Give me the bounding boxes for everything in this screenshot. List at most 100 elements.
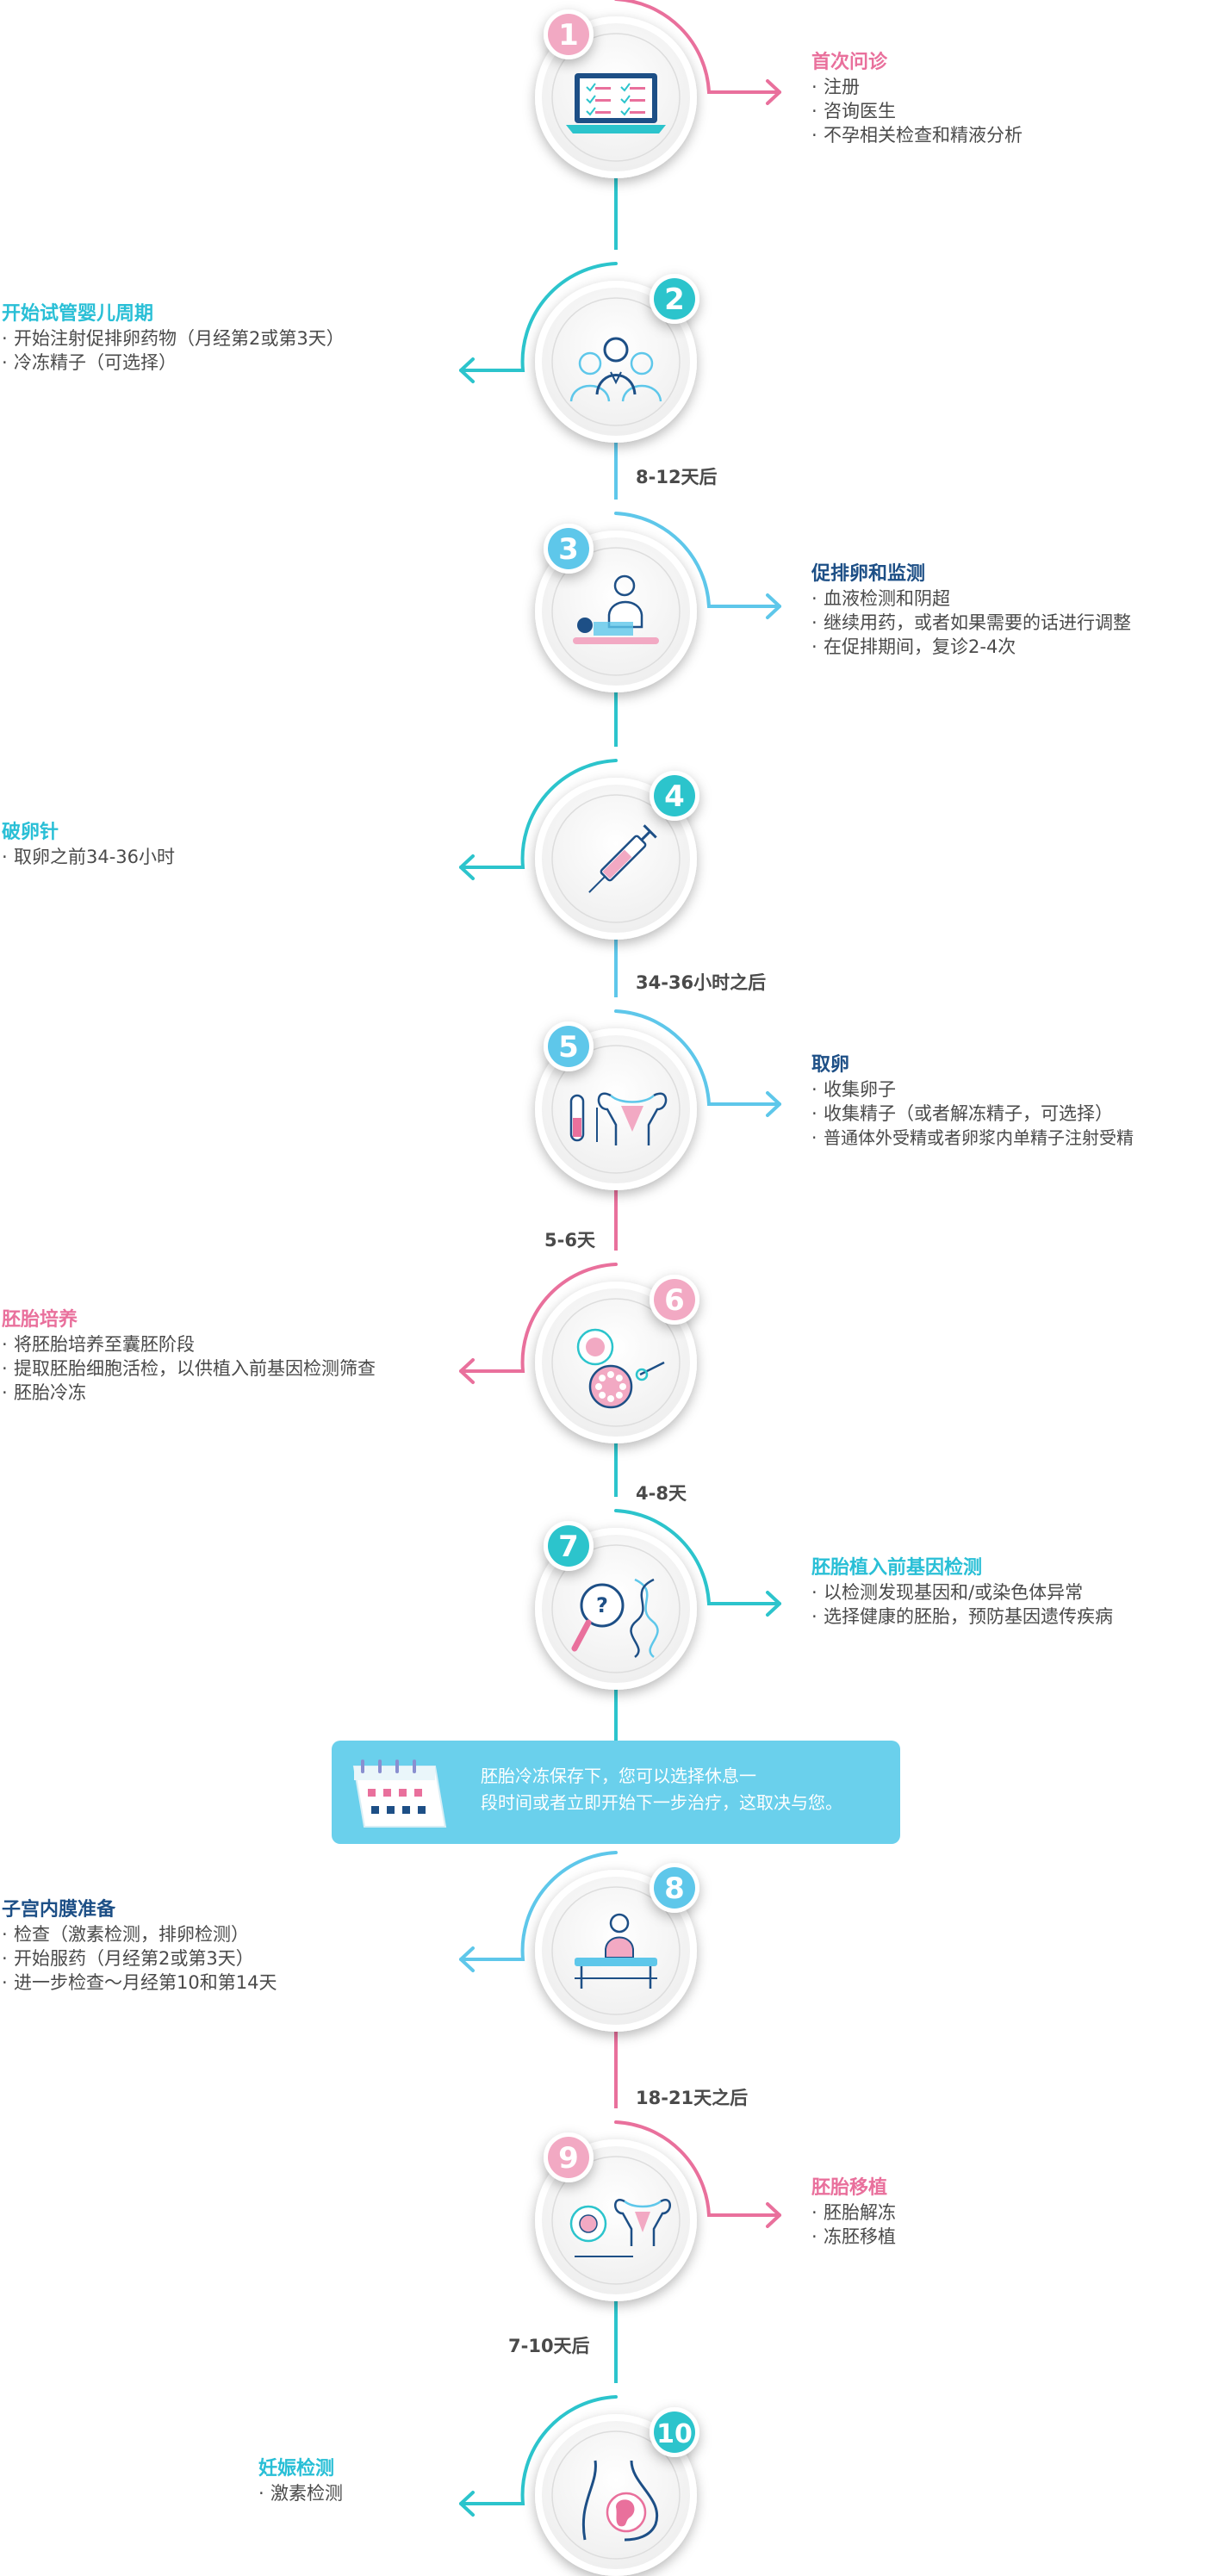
step-5-arc-arrow <box>614 1009 781 1117</box>
list-item: ·检查（激素检测，排卵检测） <box>2 1924 249 1945</box>
step-number-badge: 4 <box>650 771 699 821</box>
list-item: ·提取胚胎细胞活检，以供植入前基因检测筛查 <box>2 1358 376 1379</box>
step-1-circle: 1 <box>535 9 697 178</box>
banner-text: 胚胎冷冻保存下，您可以选择休息一 段时间或者立即开始下一步治疗，这取决与您。 <box>481 1763 886 1816</box>
ultrasound-monitoring-icon <box>573 574 659 644</box>
step-number-badge: 6 <box>650 1275 699 1325</box>
step-number: 5 <box>558 1030 579 1065</box>
list-item: ·将胚胎培养至囊胚阶段 <box>2 1334 195 1355</box>
step-9-text: 胚胎移植 ·胚胎解冻 ·冻胚移植 <box>811 2176 896 2249</box>
syringe-icon <box>588 824 657 893</box>
step-6-title: 胚胎培养 <box>2 1309 78 1331</box>
step-number-badge: 7 <box>544 1521 594 1571</box>
step-2-title: 开始试管婴儿周期 <box>2 303 154 325</box>
step-3-text: 促排卵和监测 ·血液检测和阴超 ·继续用药，或者如果需要的话进行调整 ·在促排期… <box>811 562 1131 659</box>
interval-label: 5-6天 <box>544 1230 595 1251</box>
list-item: ·以检测发现基因和/或染色体异常 <box>811 1582 1084 1603</box>
embryo-culture-icon <box>576 1328 665 1409</box>
list-item: ·普通体外受精或者卵浆内单精子注射受精 <box>811 1127 1134 1148</box>
step-8-circle: 8 <box>535 1863 699 2032</box>
hospital-bed-icon <box>575 1913 657 1989</box>
step-5-circle: 5 <box>535 1021 697 1190</box>
interval-label: 8-12天后 <box>636 467 718 487</box>
step-number-badge: 8 <box>650 1863 699 1913</box>
step-3-circle: 3 <box>535 524 697 692</box>
step-number: 9 <box>558 2141 579 2176</box>
list-item: ·咨询医生 <box>811 101 896 121</box>
step-4-circle: 4 <box>535 771 699 940</box>
laptop-checklist-icon <box>566 73 666 133</box>
step-1-arc-arrow <box>614 0 781 105</box>
list-item: ·胚胎解冻 <box>811 2202 896 2223</box>
banner-line-1: 胚胎冷冻保存下，您可以选择休息一 <box>481 1766 756 1786</box>
step-2-circle: 2 <box>535 274 699 443</box>
step-10-arc-arrow <box>459 2395 618 2517</box>
step-9-title: 胚胎移植 <box>811 2177 888 2199</box>
step-number: 2 <box>664 282 685 317</box>
step-number: 4 <box>664 779 685 814</box>
step-4-text: 破卵针 ·取卵之前34-36小时 <box>2 820 175 869</box>
step-number: 7 <box>558 1530 579 1564</box>
step-2-text: 开始试管婴儿周期 ·开始注射促排卵药物（月经第2或第3天） ·冷冻精子（可选择） <box>2 301 345 375</box>
embryo-transfer-icon <box>569 2199 671 2257</box>
step-4-arc-arrow <box>459 759 618 880</box>
step-8-arc-arrow <box>459 1851 618 1972</box>
interval-label: 4-8天 <box>636 1483 687 1504</box>
list-item: ·血液检测和阴超 <box>811 588 950 609</box>
step-1-text: 首次问诊 ·注册 ·咨询医生 ·不孕相关检查和精液分析 <box>811 50 1023 147</box>
step-5-text: 取卵 ·收集卵子 ·收集精子（或者解冻精子，可选择） ·普通体外受精或者卵浆内单… <box>811 1052 1134 1150</box>
list-item: ·冻胚移植 <box>811 2226 896 2247</box>
interval-label: 34-36小时之后 <box>636 972 767 993</box>
list-item: ·收集卵子 <box>811 1079 896 1100</box>
list-item: ·在促排期间，复诊2-4次 <box>811 636 1016 657</box>
step-number: 1 <box>558 18 579 53</box>
step-7-circle: ?7 <box>535 1521 697 1690</box>
dna-magnifier-icon: ? <box>571 1578 659 1658</box>
step-10-text: 妊娠检测 ·激素检测 <box>258 2456 343 2505</box>
interval-label: 18-21天之后 <box>636 2088 749 2108</box>
step-1-title: 首次问诊 <box>811 52 888 73</box>
step-number-badge: 5 <box>544 1021 594 1071</box>
step-4-title: 破卵针 <box>2 822 59 843</box>
step-6-circle: 6 <box>535 1275 699 1443</box>
list-item: ·胚胎冷冻 <box>2 1382 86 1403</box>
step-3-arc-arrow <box>614 512 781 619</box>
step-10-circle: 10 <box>535 2407 699 2576</box>
step-6-arc-arrow <box>459 1263 618 1384</box>
list-item: ·收集精子（或者解冻精子，可选择） <box>811 1103 1113 1124</box>
step-7-arc-arrow <box>614 1509 781 1617</box>
step-8-title: 子宫内膜准备 <box>2 1899 116 1921</box>
step-number: 8 <box>664 1871 685 1906</box>
list-item: ·选择健康的胚胎，预防基因遗传疾病 <box>811 1606 1113 1627</box>
step-5-title: 取卵 <box>811 1054 850 1076</box>
step-number-badge: 10 <box>650 2407 699 2457</box>
step-7-title: 胚胎植入前基因检测 <box>811 1557 983 1579</box>
list-item: ·取卵之前34-36小时 <box>2 847 176 867</box>
step-number-badge: 1 <box>544 9 594 59</box>
step-6-text: 胚胎培养 ·将胚胎培养至囊胚阶段 ·提取胚胎细胞活检，以供植入前基因检测筛查 ·… <box>2 1307 376 1405</box>
list-item: ·继续用药，或者如果需要的话进行调整 <box>811 612 1131 633</box>
step-3-title: 促排卵和监测 <box>811 563 926 585</box>
doctor-consultation-icon <box>569 337 662 402</box>
step-2-arc-arrow <box>459 262 618 383</box>
list-item: ·不孕相关检查和精液分析 <box>811 125 1023 146</box>
frozen-embryo-banner: 胚胎冷冻保存下，您可以选择休息一 段时间或者立即开始下一步治疗，这取决与您。 <box>332 1741 900 1844</box>
interval-label: 7-10天后 <box>508 2336 590 2356</box>
list-item: ·开始注射促排卵药物（月经第2或第3天） <box>2 328 345 349</box>
test-tube-uterus-icon <box>569 1092 668 1145</box>
list-item: ·进一步检查～月经第10和第14天 <box>2 1972 277 1993</box>
list-item: ·注册 <box>811 77 860 97</box>
step-10-title: 妊娠检测 <box>258 2458 335 2480</box>
pregnancy-icon <box>581 2460 659 2542</box>
step-number: 10 <box>656 2419 693 2449</box>
step-7-text: 胚胎植入前基因检测 ·以检测发现基因和/或染色体异常 ·选择健康的胚胎，预防基因… <box>811 1555 1113 1629</box>
list-item: ·激素检测 <box>258 2483 343 2504</box>
step-number-badge: 3 <box>544 524 594 574</box>
list-item: ·开始服药（月经第2或第3天） <box>2 1948 254 1969</box>
step-number-badge: 9 <box>544 2132 594 2182</box>
step-number: 6 <box>664 1283 685 1318</box>
calendar-icon <box>352 1760 447 1828</box>
banner-line-2: 段时间或者立即开始下一步治疗，这取决与您。 <box>481 1792 842 1813</box>
step-9-circle: 9 <box>535 2132 697 2301</box>
